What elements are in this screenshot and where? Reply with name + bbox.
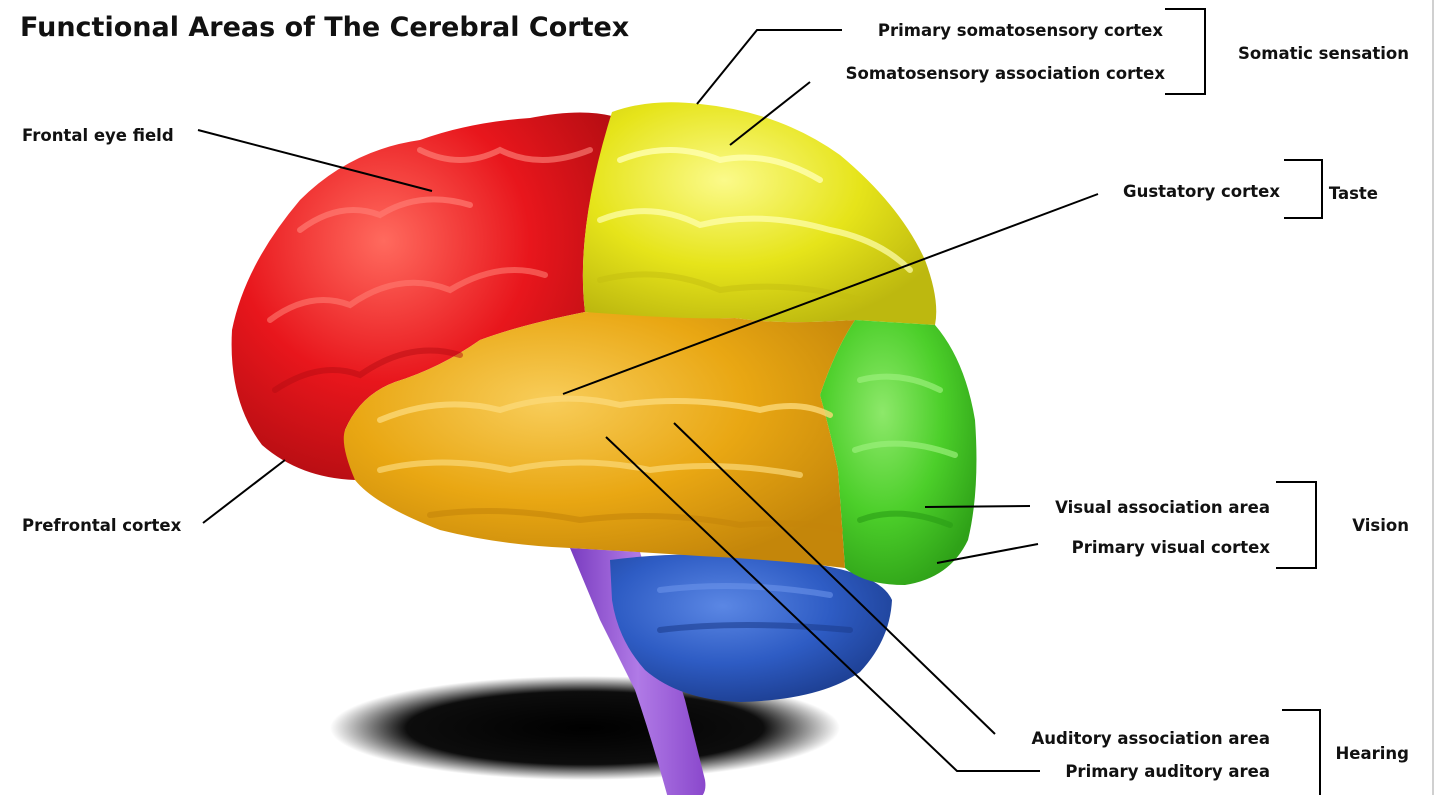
label-visual-association: Visual association area	[1055, 498, 1270, 517]
bracket-taste	[1284, 160, 1322, 218]
bracket-vision	[1276, 482, 1316, 568]
label-primary-somatosensory: Primary somatosensory cortex	[878, 21, 1163, 40]
bracket-hearing	[1282, 710, 1320, 795]
group-somatic-sensation: Somatic sensation	[1238, 44, 1409, 63]
label-primary-visual: Primary visual cortex	[1072, 538, 1271, 557]
group-hearing: Hearing	[1336, 744, 1410, 763]
group-taste: Taste	[1329, 184, 1378, 203]
label-gustatory: Gustatory cortex	[1123, 182, 1280, 201]
label-primary-auditory: Primary auditory area	[1065, 762, 1270, 781]
label-frontal-eye-field: Frontal eye field	[22, 126, 174, 145]
label-somatosensory-association: Somatosensory association cortex	[846, 64, 1166, 83]
page-edge-border	[1432, 0, 1434, 795]
leader-primary-somatosensory	[697, 30, 842, 104]
label-auditory-association: Auditory association area	[1032, 729, 1271, 748]
leader-prefrontal	[203, 460, 285, 523]
page-title: Functional Areas of The Cerebral Cortex	[20, 12, 629, 43]
bracket-somatic-sensation	[1165, 9, 1205, 94]
leader-visual-association	[925, 506, 1030, 507]
label-prefrontal: Prefrontal cortex	[22, 516, 182, 535]
group-vision: Vision	[1352, 516, 1409, 535]
